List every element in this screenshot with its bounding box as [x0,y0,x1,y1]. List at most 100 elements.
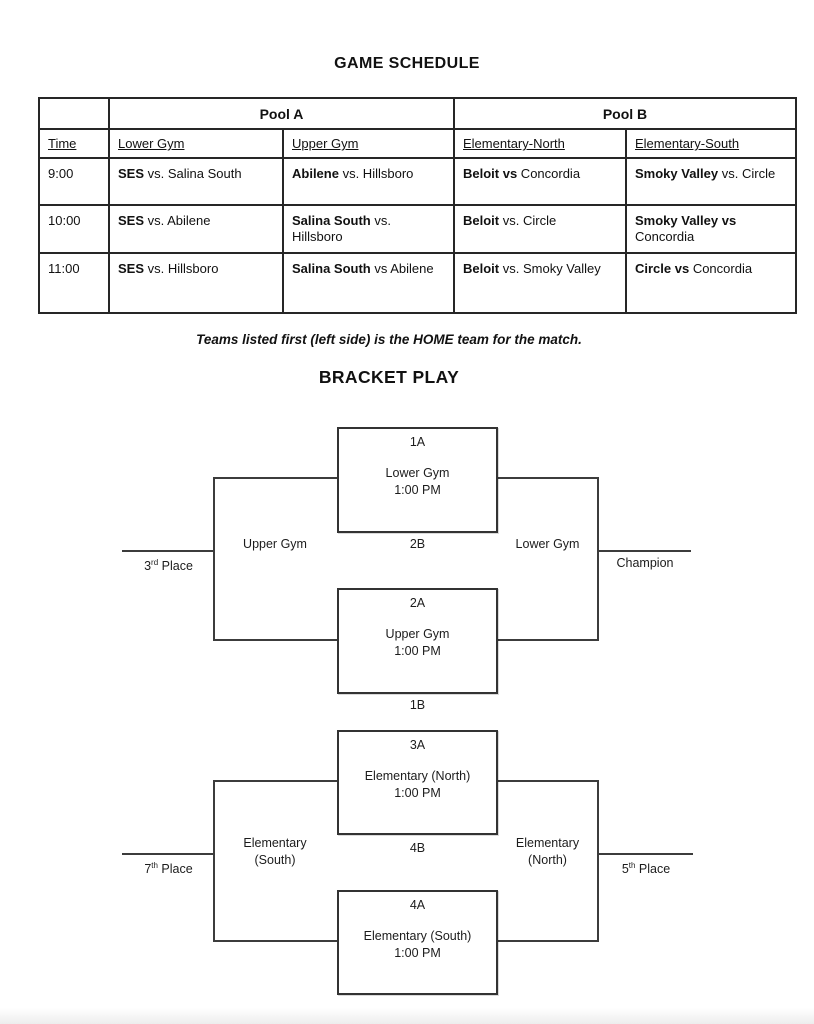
place-ordinal: rd [151,558,159,567]
home-team: Beloit vs [463,166,518,181]
game-cell: Smoky Valley vs Concordia [625,204,797,254]
column-header-label: Elementary-South [635,136,740,151]
fifth-place-label: 5th Place [599,857,693,878]
home-team: Salina South [292,261,371,276]
time-cell: 11:00 [38,252,110,314]
opponent-text: vs. Salina South [144,166,242,181]
time-label: 1:00 PM [394,946,441,960]
venue-label: Elementary (South) [363,929,472,943]
opponent-text: vs. Hillsboro [338,166,414,181]
championship-venue-label: Lower Gym [515,537,580,551]
champion-label: Champion [616,556,674,570]
opponent-text: vs. Hillsboro [144,261,219,276]
game-cell: Salina South vs. Hillsboro [282,204,455,254]
venue-line-2: (North) [528,853,567,867]
opponent-text: vs. Smoky Valley [499,261,601,276]
venue-line-2: (South) [254,853,296,867]
game-cell: Smoky Valley vs. Circle [625,157,797,206]
game-cell: Circle vs Concordia [625,252,797,314]
bracket-line [597,780,599,942]
seed-label: 3A [409,738,426,752]
opponent-text: vs. Circle [718,166,776,181]
game-cell: SES vs. Hillsboro [108,252,284,314]
place-text: Place [158,559,193,574]
place-ordinal: th [628,861,636,870]
game-cell: Beloit vs. Circle [453,204,627,254]
place-text: Place [635,862,671,877]
schedule-row-900: 9:00 SES vs. Salina South Abilene vs. Hi… [38,157,797,206]
home-team: Circle vs [635,261,690,276]
fifth-place-line [597,853,693,855]
time-label: 1:00 PM [394,786,441,800]
bracket-line [213,477,339,479]
bracket-line [213,639,339,641]
pool-a-header: Pool A [108,97,455,130]
schedule-row-1100: 11:00 SES vs. Hillsboro Salina South vs … [38,252,797,314]
bracket-game-4a: 4A Elementary (South) 1:00 PM [337,890,498,995]
venue-label: Upper Gym [385,627,450,641]
venue-label: Lower Gym [385,466,450,480]
place-number: 5 [621,862,629,877]
bracket-line [496,940,599,942]
home-team: Smoky Valley vs [635,213,737,228]
third-place-label: 3rd Place [122,554,215,575]
time-label: 1:00 PM [394,483,441,497]
venue-line-1: Elementary [515,836,580,850]
venue-label: Elementary (North) [364,769,471,783]
home-team: Smoky Valley [635,166,719,181]
seventh-place-venue-label: Elementary (South) [213,835,337,869]
opponent-text: vs. Abilene [144,213,211,228]
opponent-text: Concordia [689,261,753,276]
seventh-place-label: 7th Place [122,857,215,878]
column-header-upper-gym: Upper Gym [282,128,455,159]
bracket-line [213,780,339,782]
opponent-text: vs Abilene [370,261,434,276]
game-cell: Beloit vs. Smoky Valley [453,252,627,314]
home-team: SES [118,261,145,276]
corner-cell [38,97,110,130]
opponent-text: Concordia [517,166,581,181]
bracket-game-1a: 1A Lower Gym 1:00 PM [337,427,498,533]
bracket-game-3a: 3A Elementary (North) 1:00 PM [337,730,498,835]
column-header-label: Elementary-North [463,136,565,151]
home-team: Abilene [292,166,339,181]
fifth-place-venue-label: Elementary (North) [498,835,597,869]
game-cell: SES vs. Abilene [108,204,284,254]
schedule-title: GAME SCHEDULE [334,55,480,72]
time-cell: 9:00 [38,157,110,206]
bracket-line [213,940,339,942]
bracket-line [213,477,215,641]
game-cell: Abilene vs. Hillsboro [282,157,455,206]
column-header-elementary-north: Elementary-North [453,128,627,159]
place-ordinal: th [151,861,158,870]
game-cell: SES vs. Salina South [108,157,284,206]
schedule-table: Pool A Pool B Time Lower Gym Upper Gym E… [38,97,797,314]
feeder-label-2b: 2B [409,537,426,551]
pool-header-row: Pool A Pool B [38,97,797,130]
opponent-text: Concordia [635,229,695,244]
opponent-text: vs. Circle [499,213,557,228]
column-header-label: Lower Gym [118,136,185,151]
bracket-title: BRACKET PLAY [318,367,460,387]
third-place-line [122,550,215,552]
venue-line-1: Elementary [243,836,307,850]
home-team: Salina South [292,213,371,228]
opponent-text: vs. Hillsboro [292,213,391,244]
seed-label: 4A [409,898,426,912]
home-team: Beloit [463,261,500,276]
pool-b-header: Pool B [453,97,797,130]
column-header-elementary-south: Elementary-South [625,128,797,159]
place-text: Place [157,862,193,877]
feeder-label-1b: 1B [409,698,426,712]
column-header-label: Time [48,136,77,151]
bracket-line [213,780,215,942]
seed-label: 2A [409,596,426,610]
third-place-venue-label: Upper Gym [243,537,307,551]
bracket-line [496,780,599,782]
column-header-row: Time Lower Gym Upper Gym Elementary-Nort… [38,128,797,159]
place-number: 3 [144,559,152,574]
home-team-note: Teams listed first (left side) is the HO… [196,332,582,347]
home-team: SES [118,213,145,228]
column-header-time: Time [38,128,110,159]
